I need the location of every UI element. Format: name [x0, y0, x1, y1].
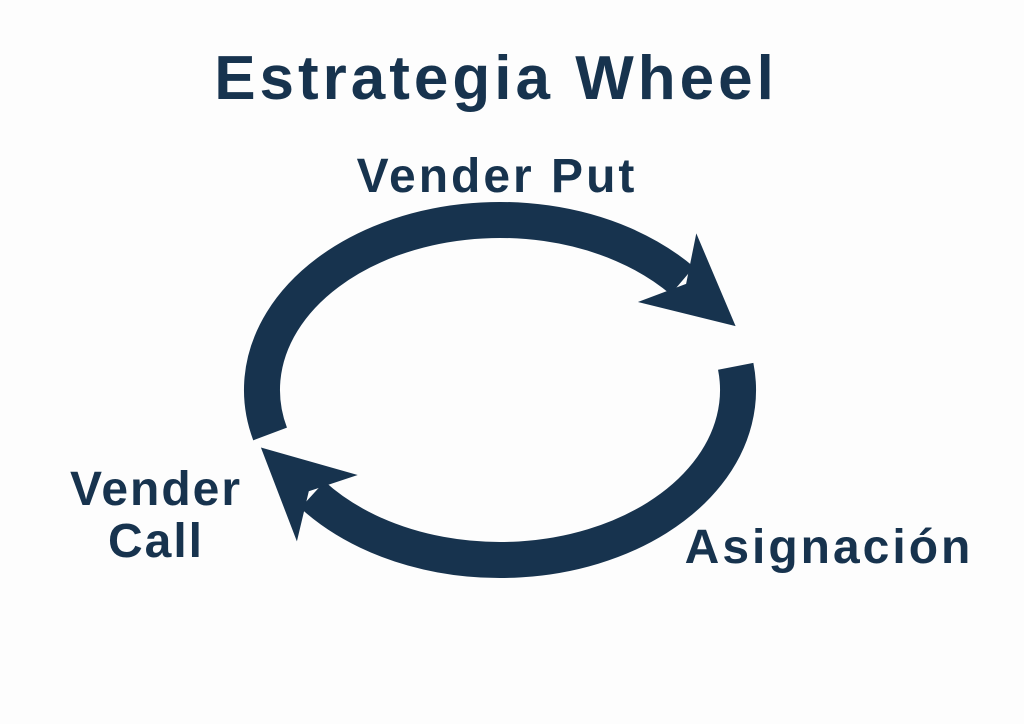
diagram-title: Estrategia Wheel [214, 44, 778, 113]
cycle-arc-bottom [300, 362, 756, 579]
step-label-asignacion: Asignación [684, 521, 974, 574]
step-label-vender-call: Vender Call [69, 463, 243, 568]
cycle-arrowhead-left-icon [260, 447, 358, 542]
cycle-arrowhead-right-icon [637, 233, 736, 327]
cycle-arc-top [243, 202, 694, 441]
step-label-vender-put: Vender Put [356, 150, 638, 203]
